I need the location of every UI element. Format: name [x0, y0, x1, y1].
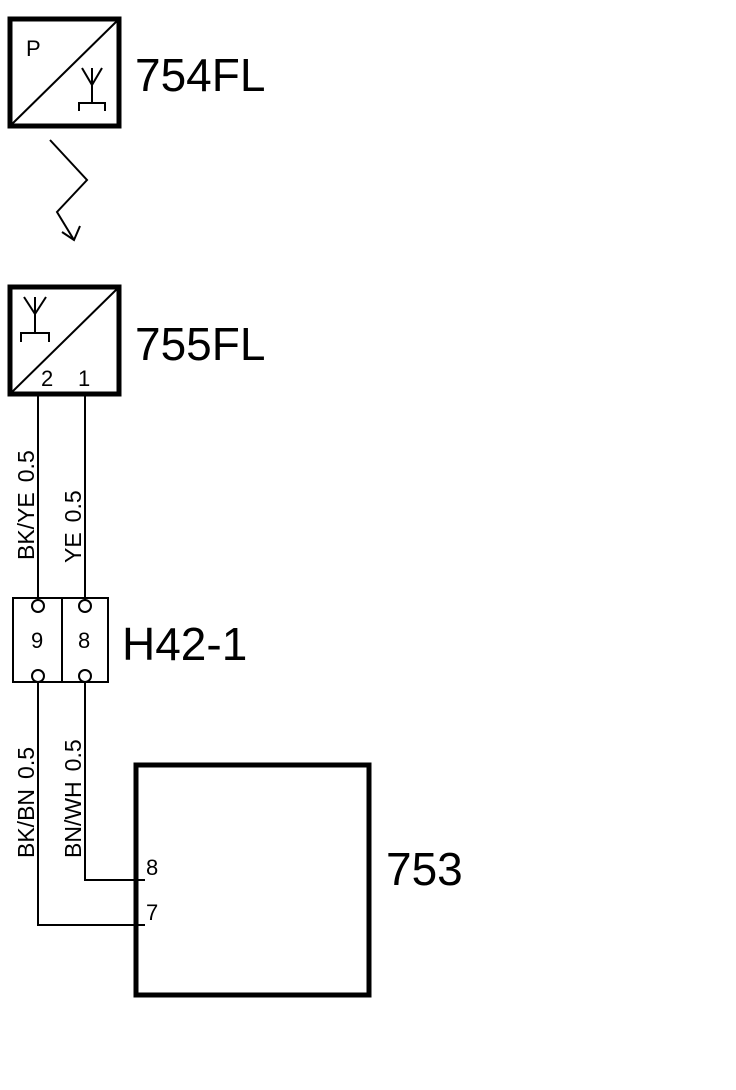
connector-terminal-top-8	[78, 599, 92, 613]
receiver-755fl: 2 1 755FL	[7, 284, 265, 397]
receiver-pin-2: 2	[41, 366, 53, 391]
connector-terminal-top-9	[31, 599, 45, 613]
wire-bk-ye-label: BK/YE0.5	[13, 450, 39, 560]
wire-bk-ye: BK/YE0.5	[13, 394, 39, 600]
wire-ye-label: YE0.5	[60, 490, 86, 563]
connector-label: H42-1	[122, 618, 247, 670]
wire-bk-bn-label: BK/BN0.5	[13, 747, 39, 858]
connector-pin-9: 9	[31, 628, 43, 653]
transmitter-label: 754FL	[135, 49, 265, 101]
receiver-pin-1: 1	[78, 366, 90, 391]
transmitter-letter: P	[26, 36, 41, 61]
transmitter-box	[7, 16, 122, 129]
connector-h42-1: 9 8 H42-1	[12, 597, 247, 683]
transmitter-diagonal	[9, 18, 120, 127]
module-label: 753	[386, 843, 463, 895]
antenna-icon	[20, 296, 50, 342]
connector-terminal-bottom-8	[78, 669, 92, 683]
wire-ye: YE0.5	[60, 394, 86, 600]
receiver-diagonal	[9, 286, 120, 395]
module-pin-8: 8	[146, 855, 158, 880]
receiver-label: 755FL	[135, 318, 265, 370]
module-box	[133, 762, 372, 998]
wire-bk-bn: BK/BN0.5	[13, 682, 145, 926]
transmitter-754fl: P 754FL	[7, 16, 265, 129]
wire-bn-wh: BN/WH0.5	[60, 682, 145, 881]
module-753: 8 7 753	[133, 762, 463, 998]
wire-bn-wh-label: BN/WH0.5	[60, 739, 86, 858]
connector-pin-8: 8	[78, 628, 90, 653]
wireless-link-icon	[49, 139, 89, 242]
antenna-icon	[78, 67, 106, 111]
receiver-box	[7, 284, 122, 397]
module-pin-7: 7	[146, 900, 158, 925]
connector-terminal-bottom-9	[31, 669, 45, 683]
